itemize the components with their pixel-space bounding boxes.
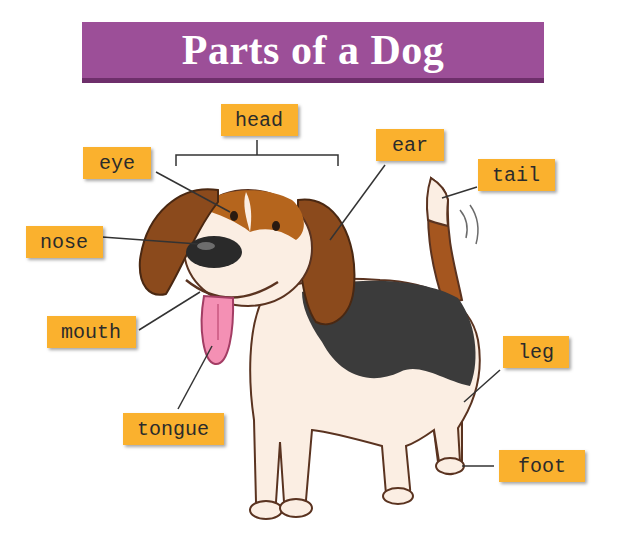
part-label: leg	[518, 341, 554, 364]
tongue-line	[217, 304, 219, 340]
dog-mouth	[186, 280, 278, 298]
part-label-box: eye	[83, 147, 151, 179]
title-band: Parts of a Dog	[82, 22, 544, 83]
dog-nose	[186, 236, 242, 268]
leader-line	[464, 370, 500, 402]
part-label: foot	[518, 455, 566, 478]
dog-foot	[250, 501, 282, 519]
diagram-title: Parts of a Dog	[182, 26, 444, 74]
part-label-box: leg	[503, 336, 569, 368]
nose-highlight	[197, 242, 215, 250]
part-label: tongue	[137, 418, 209, 441]
part-label: nose	[40, 231, 88, 254]
part-label: ear	[392, 134, 428, 157]
part-label-box: head	[221, 104, 298, 136]
part-label: mouth	[61, 321, 121, 344]
part-label-box: foot	[499, 450, 585, 482]
part-label-box: nose	[26, 226, 103, 258]
dog-foot	[383, 488, 413, 504]
dog-foot	[436, 458, 464, 474]
part-label: eye	[99, 152, 135, 175]
part-label-box: mouth	[47, 316, 136, 348]
wag-marks	[460, 205, 478, 244]
leader-line	[442, 187, 477, 198]
part-label: head	[235, 109, 283, 132]
leader-line	[139, 292, 200, 330]
part-label-box: tail	[478, 159, 555, 191]
leader-line	[156, 172, 230, 212]
leader-line	[462, 465, 494, 467]
dog-foot	[280, 499, 312, 517]
leader-line	[330, 165, 385, 240]
leader-line	[102, 237, 198, 244]
leader-line	[178, 346, 212, 409]
part-label-box: ear	[376, 129, 444, 161]
dog-tongue	[202, 296, 233, 364]
dog-eye	[230, 211, 238, 221]
dog-eye	[272, 221, 280, 231]
head-blaze	[244, 192, 251, 232]
part-label: tail	[492, 164, 540, 187]
dog-body	[250, 279, 480, 513]
tail-tip	[427, 178, 448, 226]
part-label-box: tongue	[123, 413, 224, 445]
head-bracket	[176, 140, 338, 166]
